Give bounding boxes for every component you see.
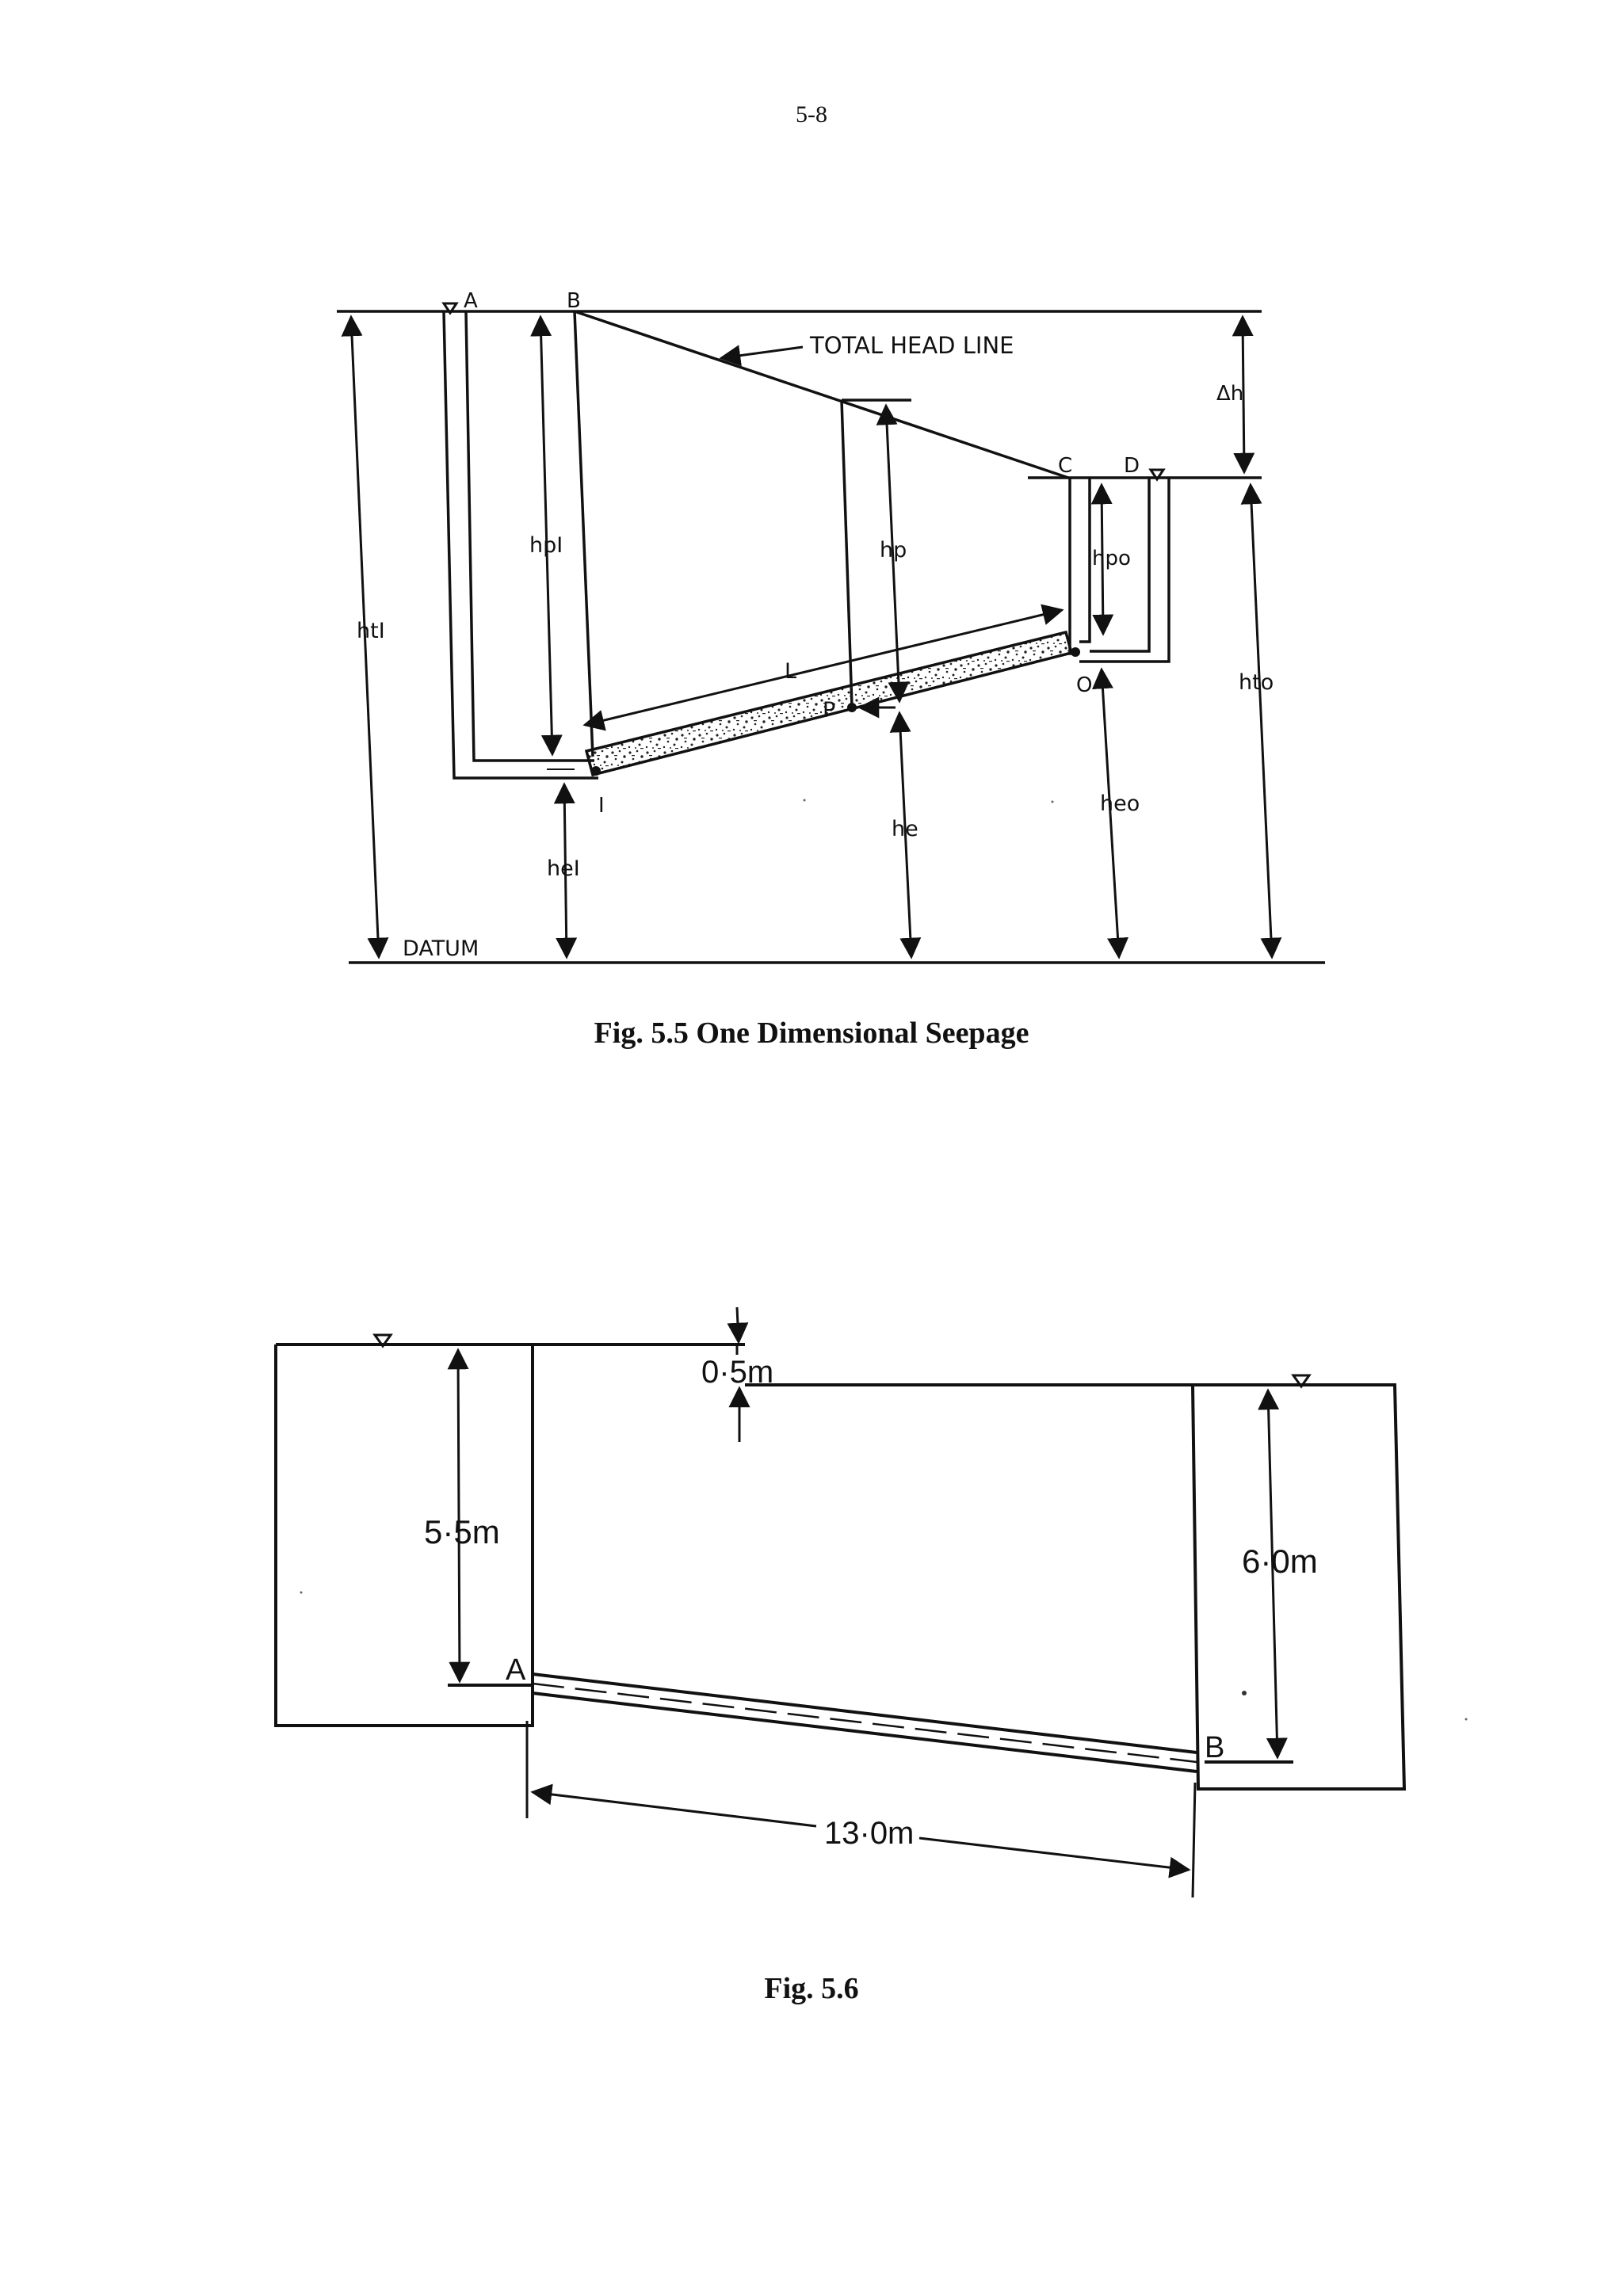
label-c: C	[1058, 454, 1072, 478]
page-number: 5-8	[796, 101, 827, 128]
label-a: A	[464, 289, 478, 313]
delta-h-label: Δh	[1216, 382, 1243, 406]
left-head-label: 5·5m	[424, 1513, 500, 1550]
h-eo-label: heo	[1100, 791, 1140, 816]
fig56-label-a: A	[506, 1653, 526, 1687]
h-p-label: hp	[880, 538, 907, 563]
fig56-label-b: B	[1205, 1731, 1224, 1764]
label-d: D	[1124, 454, 1140, 478]
label-o: O	[1076, 673, 1092, 697]
h-ei-label: heI	[547, 856, 580, 881]
total-head-line-label: TOTAL HEAD LINE	[809, 332, 1014, 359]
figure-5-5-caption: Fig. 5.5 One Dimensional Seepage	[594, 1016, 1029, 1050]
figure-5-6-caption: Fig. 5.6	[764, 1972, 859, 2005]
h-e-label: he	[892, 817, 918, 841]
label-b: B	[567, 289, 581, 313]
length-label: 13·0m	[824, 1816, 914, 1851]
h-ti-label: htI	[357, 619, 385, 643]
drop-label: 0·5m	[701, 1355, 773, 1390]
label-i: I	[598, 794, 605, 818]
label-l: L	[785, 659, 796, 684]
figure-5-5-diagram: A B C D TOTAL HEAD LINE Δh htI hpI hp hp…	[337, 289, 1325, 964]
h-pi-label: hpI	[529, 533, 563, 558]
h-to-label: hto	[1239, 670, 1274, 695]
datum-label: DATUM	[403, 936, 479, 961]
h-po-label: hpo	[1092, 547, 1131, 570]
label-p: P	[823, 698, 835, 723]
right-head-label: 6·0m	[1242, 1543, 1318, 1580]
